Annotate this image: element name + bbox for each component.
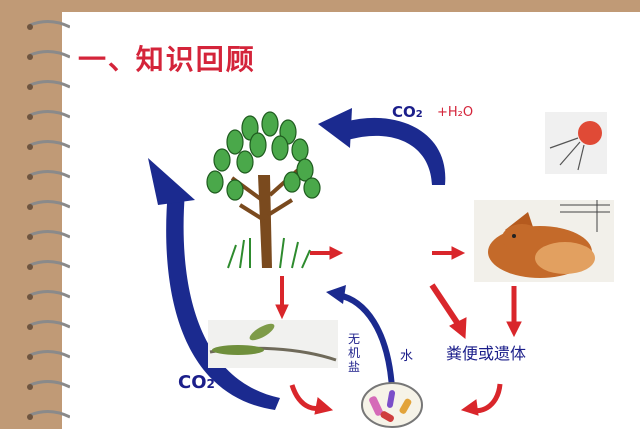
fox-icon (474, 200, 614, 282)
plant-tree-icon (206, 111, 321, 269)
feces-remains-label: 粪便或遗体 (446, 344, 527, 363)
title-text: 知识回顾 (135, 43, 256, 76)
mineral-return-arrow (326, 285, 395, 389)
inorganic-salt-label: 无机盐 (348, 332, 361, 374)
microbe-dish-icon (361, 382, 423, 428)
water-label: 水 (400, 349, 414, 364)
slide-title: 一、 知识回顾 (78, 38, 256, 78)
red-flow-arrows (275, 246, 522, 416)
leaf-branch-icon (208, 320, 338, 368)
co2-label-left: CO2 (178, 372, 215, 393)
co2-return-arrow-left (148, 158, 280, 410)
notebook-rings (27, 20, 70, 420)
sun-icon (545, 112, 607, 174)
h2o-label: +H₂O (437, 105, 474, 120)
co2-label-top: CO2 (392, 103, 423, 121)
co2-return-arrow-top (318, 108, 446, 185)
